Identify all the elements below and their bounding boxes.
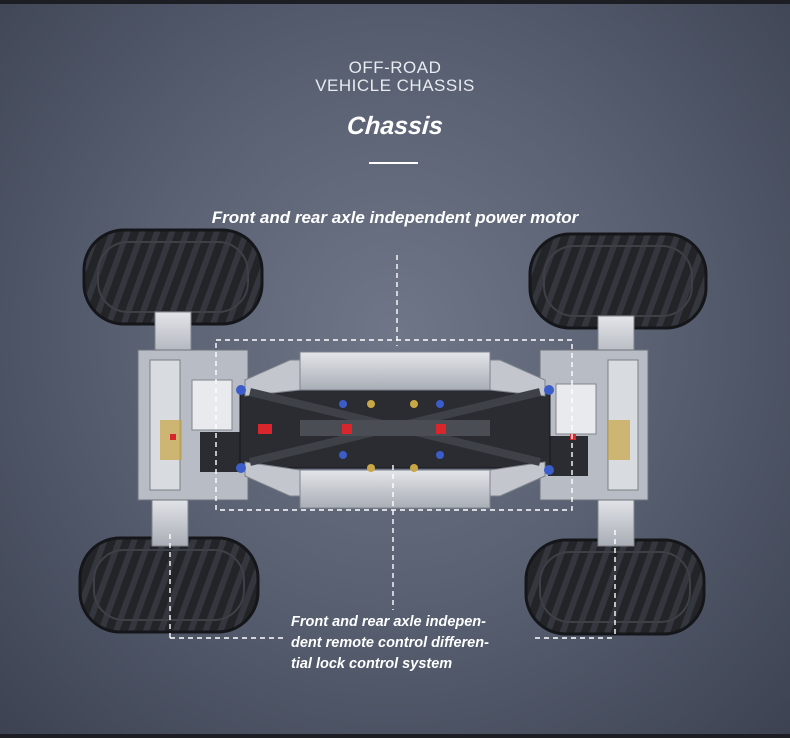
right-axle-assembly (539, 349, 649, 501)
pre-title-line-2: VEHICLE CHASSIS (315, 76, 475, 95)
tire-rear-left (78, 536, 260, 634)
callout-bottom-line-2: dent remote control differen- (291, 635, 489, 651)
callout-bottom-line-1: Front and rear axle indepen- (291, 614, 486, 630)
tire-front-right (528, 232, 708, 330)
technic-pins (170, 385, 576, 475)
central-chassis (239, 351, 551, 509)
top-border (0, 0, 790, 4)
bottom-border (0, 734, 790, 738)
callout-differential-lock: Front and rear axle indepen- dent remote… (291, 612, 531, 675)
callout-bottom-line-3: tial lock control system (291, 656, 453, 672)
left-axle-assembly (137, 349, 249, 501)
tire-front-left (82, 228, 264, 326)
title-underline (369, 162, 418, 164)
pre-title-line-1: OFF-ROAD (348, 58, 442, 77)
callout-power-motor: Front and rear axle independent power mo… (211, 208, 579, 227)
callout-leader-lines (169, 255, 616, 639)
